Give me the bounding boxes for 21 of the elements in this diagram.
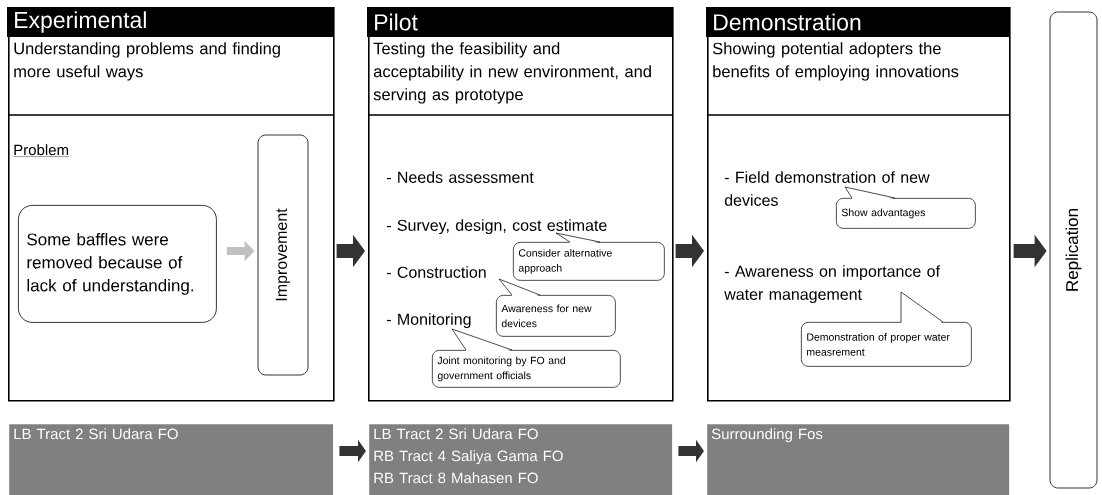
stage-title: Experimental xyxy=(7,7,334,37)
problem-box: Some baffles were removed because of lack of understanding. xyxy=(18,205,217,323)
rounded-box: Replication xyxy=(1049,11,1098,489)
stage-title: Demonstration xyxy=(706,7,1010,37)
section-label: Problem xyxy=(13,144,70,157)
site-box: LB Tract 2 Sri Udara FO xyxy=(9,424,334,495)
stage-description: Showing potential adopters the benefits of employing innovations xyxy=(712,42,959,81)
stage-title: Pilot xyxy=(367,7,673,37)
speech-bubble: Awareness for new devices xyxy=(496,278,616,337)
site-box: Surrounding Fos xyxy=(707,424,1010,495)
stage-description: Testing the feasibility and acceptability in new environment, and serving as prototype xyxy=(373,42,651,104)
stage-description: Understanding problems and finding more useful ways xyxy=(14,42,280,81)
rounded-box: Improvement xyxy=(257,134,309,376)
site-box: LB Tract 2 Sri Udara FO RB Tract 4 Saliya Gama FO RB Tract 8 Mahasen FO xyxy=(369,424,673,495)
speech-bubble: Joint monitoring by FO and government officials xyxy=(432,328,621,388)
speech-bubble: Show advantages xyxy=(836,186,976,229)
speech-bubble: Consider alternative approach xyxy=(513,232,665,281)
bullet-text: - Survey, design, cost estimate xyxy=(386,219,607,235)
bullet-text: - Needs assessment xyxy=(386,171,534,183)
bullet-text: - Construction xyxy=(386,266,486,278)
bullet-text: - Monitoring xyxy=(386,313,471,329)
